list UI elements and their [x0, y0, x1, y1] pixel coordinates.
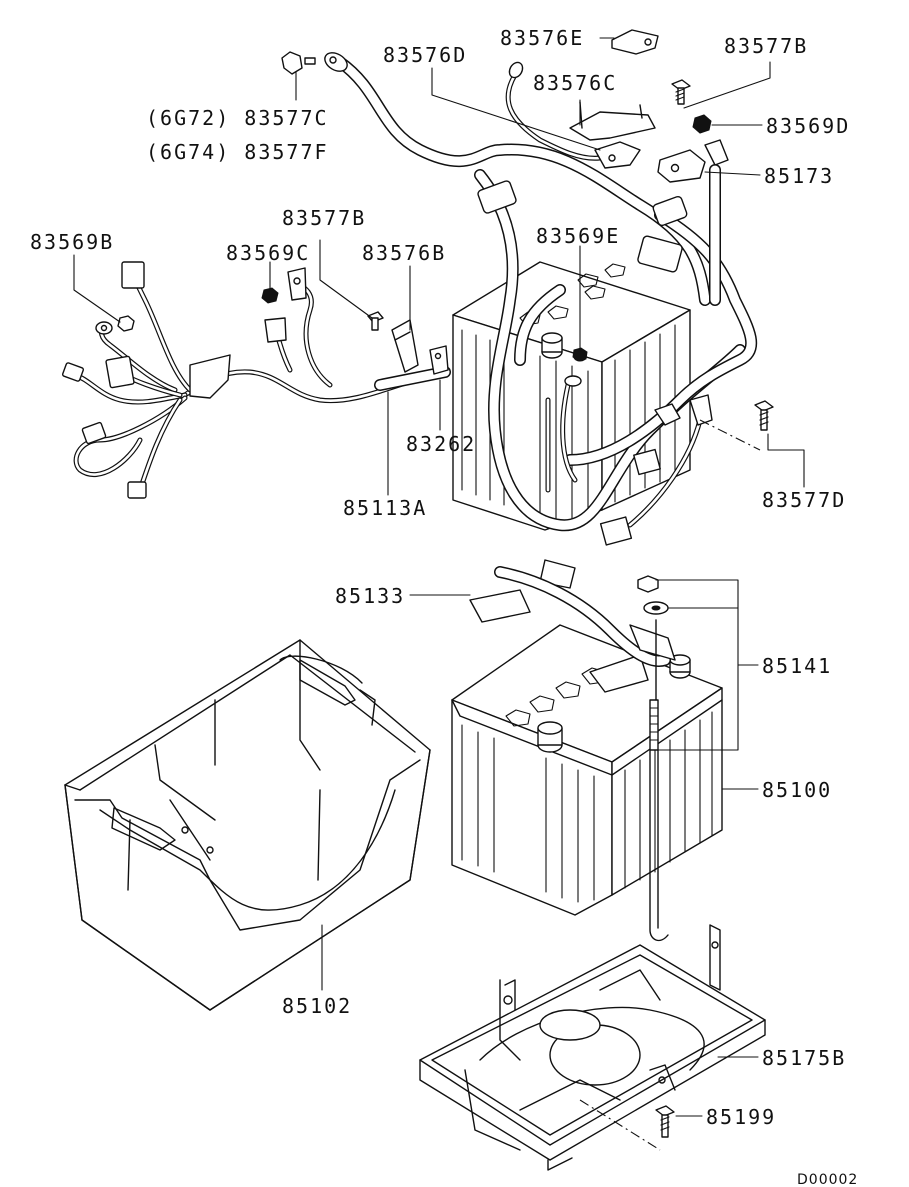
- label-83569E: 83569E: [536, 224, 620, 248]
- label-85199: 85199: [706, 1105, 776, 1129]
- label-83577B-mid: 83577B: [282, 206, 366, 230]
- label-83569D: 83569D: [766, 114, 850, 138]
- label-83569C: 83569C: [226, 241, 310, 265]
- label-85175B: 85175B: [762, 1046, 846, 1070]
- wiring-harness: [62, 261, 713, 499]
- cable-brackets: [281, 29, 774, 451]
- label-85133: 85133: [335, 584, 405, 608]
- battery-cables: [324, 52, 758, 546]
- label-83576D: 83576D: [383, 43, 467, 67]
- label-83569B: 83569B: [30, 230, 114, 254]
- label-83576B: 83576B: [362, 241, 446, 265]
- label-85141: 85141: [762, 654, 832, 678]
- part-labels: 83576E 83576D 83577B 83576C 83569D (6G72…: [30, 26, 858, 1187]
- battery: [451, 624, 723, 916]
- label-83577B-top: 83577B: [724, 34, 808, 58]
- label-83577C: (6G72) 83577C: [146, 106, 329, 130]
- leader-lines: [73, 37, 805, 1117]
- label-83576E: 83576E: [500, 26, 584, 50]
- label-85173: 85173: [764, 164, 834, 188]
- label-83576C: 83576C: [533, 71, 617, 95]
- label-85113A: 85113A: [343, 496, 427, 520]
- label-83262: 83262: [406, 432, 476, 456]
- battery-box: [64, 639, 431, 1011]
- label-83577F: (6G74) 83577F: [146, 140, 329, 164]
- hold-down-clamp: [469, 559, 676, 942]
- diagram-code: D00002: [797, 1172, 858, 1187]
- battery-tray: [419, 924, 766, 1171]
- label-83577D: 83577D: [762, 488, 846, 512]
- installed-battery: [452, 261, 691, 531]
- label-85100: 85100: [762, 778, 832, 802]
- label-85102: 85102: [282, 994, 352, 1018]
